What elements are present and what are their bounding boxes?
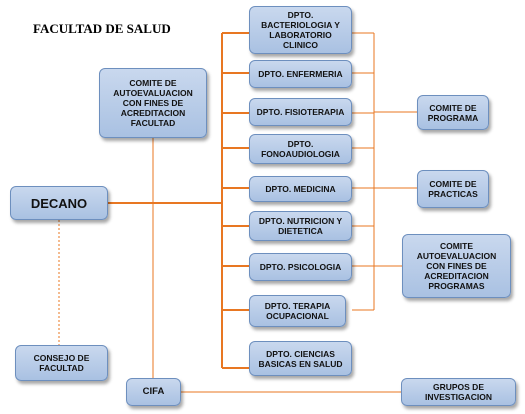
comite-programa-box: COMITE DE PROGRAMA	[417, 95, 489, 130]
grupos-investigacion-box: GRUPOS DE INVESTIGACION	[401, 378, 516, 406]
cifa-box: CIFA	[126, 378, 181, 406]
comite-practicas-box: COMITE DE PRACTICAS	[417, 170, 489, 208]
page-title: FACULTAD DE SALUD	[33, 21, 171, 36]
decano-box: DECANO	[10, 186, 108, 220]
dpto-psicologia-box: DPTO. PSICOLOGIA	[249, 253, 352, 281]
dpto-enfermeria-box: DPTO. ENFERMERIA	[249, 60, 352, 88]
dpto-fonoaudiologia-box: DPTO. FONOAUDIOLOGIA	[249, 134, 352, 164]
comite-autoevaluacion-facultad-box: COMITE DE AUTOEVALUACION CON FINES DE AC…	[99, 68, 207, 138]
dpto-nutricion-box: DPTO. NUTRICION Y DIETETICA	[249, 211, 352, 241]
dpto-bacteriologia-box: DPTO. BACTERIOLOGIA Y LABORATORIO CLINIC…	[249, 6, 352, 54]
comite-autoevaluacion-programas-box: COMITE AUTOEVALUACION CON FINES DE ACRED…	[402, 234, 511, 298]
dpto-medicina-box: DPTO. MEDICINA	[249, 176, 352, 202]
dpto-terapia-ocupacional-box: DPTO. TERAPIA OCUPACIONAL	[249, 295, 346, 327]
dpto-ciencias-basicas-box: DPTO. CIENCIAS BASICAS EN SALUD	[249, 341, 352, 376]
dpto-fisioterapia-box: DPTO. FISIOTERAPIA	[249, 98, 352, 126]
consejo-facultad-box: CONSEJO DE FACULTAD	[15, 345, 108, 381]
